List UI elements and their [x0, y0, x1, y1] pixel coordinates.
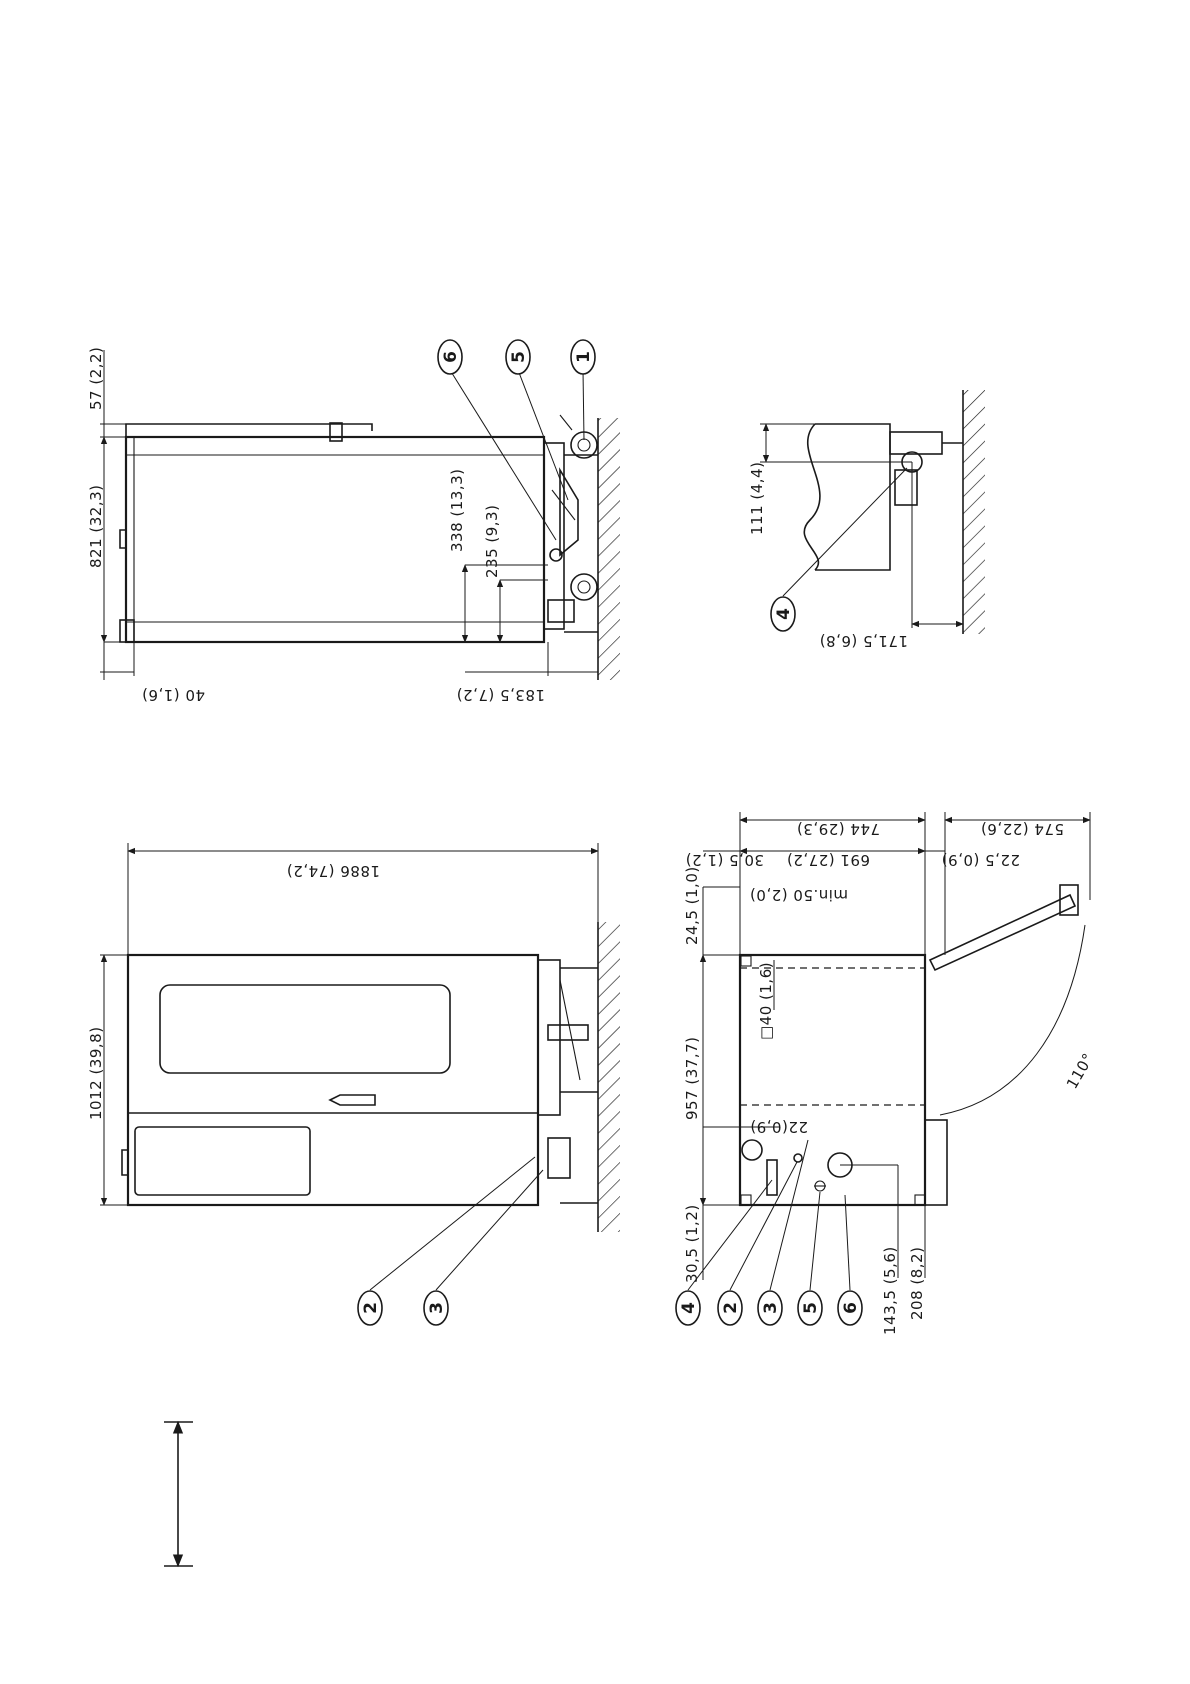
angle-110: 110° — [1063, 1050, 1098, 1092]
side-view: 1886 (74,2) 1012 (39,8) 2 3 — [87, 843, 620, 1325]
dim-22-5: 22,5 (0,9) — [941, 851, 1020, 869]
svg-text:2: 2 — [361, 1302, 381, 1314]
appliance-body — [126, 437, 544, 642]
svg-text:6: 6 — [841, 1302, 861, 1314]
callout-2-plan: 2 — [718, 1291, 742, 1325]
dim-57: 57 (2,2) — [87, 347, 105, 410]
dim-40: 40 (1,6) — [142, 686, 205, 704]
wall-hatch-side — [598, 922, 620, 1232]
double-headed-vertical-arrow-icon — [164, 1422, 193, 1566]
wall-hatch — [598, 418, 620, 680]
svg-text:4: 4 — [679, 1302, 699, 1314]
svg-text:4: 4 — [774, 608, 794, 620]
dim-143-5: 143,5 (5,6) — [881, 1246, 899, 1335]
detail-view: 111 (4,4) 171,5 (6,8) 4 — [748, 390, 985, 650]
callout-5-top: 5 — [506, 340, 530, 374]
callout-3-side: 3 — [424, 1291, 448, 1325]
svg-text:5: 5 — [801, 1302, 821, 1314]
dim-40-square: □40 (1,6) — [757, 962, 775, 1040]
svg-text:1: 1 — [574, 351, 594, 363]
plan-view: 744 (29,3) 574 (22,6) 691 (27,2) 30,5 (1… — [676, 812, 1098, 1335]
dim-208: 208 (8,2) — [908, 1247, 926, 1320]
callout-4-detail: 4 — [771, 597, 795, 631]
window-panel — [160, 985, 450, 1073]
callout-6-top: 6 — [438, 340, 462, 374]
svg-text:5: 5 — [509, 351, 529, 363]
dim-171: 171,5 (6,8) — [819, 632, 908, 650]
dim-24-5: 24,5 (1,0) — [683, 866, 701, 945]
dim-183: 183,5 (7,2) — [456, 686, 545, 704]
dim-22: 22(0,9) — [750, 1118, 808, 1136]
callout-2-side: 2 — [358, 1291, 382, 1325]
dim-574: 574 (22,6) — [980, 820, 1064, 838]
callout-5-plan: 5 — [798, 1291, 822, 1325]
dim-1012: 1012 (39,8) — [87, 1026, 105, 1120]
svg-text:2: 2 — [721, 1302, 741, 1314]
dim-30-5-left: 30,5 (1,2) — [683, 1204, 701, 1283]
callout-1-top: 1 — [571, 340, 595, 374]
dim-338: 338 (13,3) — [448, 468, 466, 552]
svg-text:3: 3 — [761, 1302, 781, 1314]
callout-4-plan: 4 — [676, 1291, 700, 1325]
callout-3-plan: 3 — [758, 1291, 782, 1325]
svg-text:6: 6 — [441, 351, 461, 363]
dim-744: 744 (29,3) — [796, 820, 880, 838]
callout-6-plan: 6 — [838, 1291, 862, 1325]
dim-1886: 1886 (74,2) — [286, 862, 380, 880]
earth-terminal-icon — [814, 1181, 826, 1191]
dim-821: 821 (32,3) — [87, 484, 105, 568]
dim-235: 235 (9,3) — [483, 505, 501, 578]
dim-min50: min.50 (2,0) — [750, 886, 848, 904]
dim-691: 691 (27,2) — [786, 851, 870, 869]
top-view: 57 (2,2) 821 (32,3) 40 (1,6) 338 (13,3) … — [87, 340, 620, 704]
dim-111: 111 (4,4) — [748, 462, 766, 535]
dim-957: 957 (37,7) — [683, 1036, 701, 1120]
wall-hatch-detail — [963, 390, 985, 634]
svg-text:3: 3 — [427, 1302, 447, 1314]
